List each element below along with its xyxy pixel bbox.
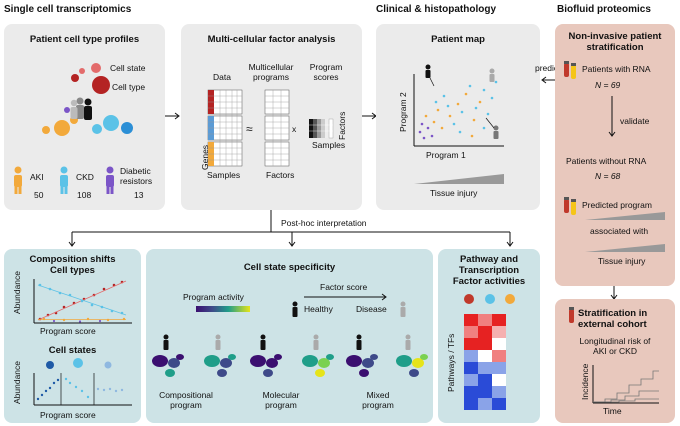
arrow-left-icon: [541, 76, 557, 84]
tissue-injury-label: Tissue injury: [430, 188, 478, 198]
pathways-title: Pathway and Transcription Factor activit…: [452, 254, 526, 287]
program-score-label-2: Program score: [40, 410, 96, 420]
umap-label-mixed: Mixed program: [362, 390, 394, 410]
external-title: Stratification in external cohort: [578, 308, 648, 330]
factors-label: Factors: [266, 170, 295, 180]
ckd-label: CKD: [76, 172, 94, 182]
diabetic-person-icon: [106, 166, 114, 194]
patient-map-panel: [376, 24, 540, 210]
validate-label: validate: [620, 116, 650, 126]
associated-label: associated with: [590, 226, 649, 236]
profiles-title: Patient cell type profiles: [29, 34, 140, 45]
aki-count: 50: [34, 190, 44, 200]
n1-label: N = 69: [595, 80, 621, 90]
abundance-label: Abundance: [12, 270, 22, 314]
programs-label: Multicellular programs: [248, 62, 294, 82]
activity-label: Program activity: [183, 292, 244, 302]
cell-type-dot: [92, 76, 110, 94]
time-label: Time: [603, 406, 622, 416]
incidence-label: Incidence: [580, 363, 590, 400]
factors-side-label: Factors: [337, 111, 347, 140]
composition-plots: [33, 279, 132, 406]
program2-label: Program 2: [398, 92, 408, 132]
section-clinical: Clinical & histopathology: [376, 4, 497, 15]
factor-score-label: Factor score: [320, 282, 368, 292]
data-label: Data: [213, 72, 231, 82]
arrow-down-icon: [608, 96, 616, 137]
pathways-tfs-label: Pathways / TFs: [446, 333, 456, 392]
posthoc-label: Post-hoc interpretation: [281, 218, 367, 228]
ckd-person-icon: [60, 166, 68, 194]
cell-state-dot: [91, 63, 101, 73]
pathway-heatmap: [464, 294, 515, 410]
times-sign: x: [292, 124, 297, 134]
tube-icon-3: [569, 307, 574, 323]
program-score-label: Program score: [40, 326, 96, 336]
composition-panel: [4, 249, 141, 423]
n2-label: N = 68: [595, 171, 621, 181]
approx-sign: ≈: [246, 122, 253, 136]
cell-types-title: Cell types: [50, 265, 95, 276]
program1-label: Program 1: [426, 150, 466, 160]
section-single-cell: Single cell transcriptomics: [4, 4, 132, 15]
genes-label: Genes: [200, 144, 210, 170]
wedges: [585, 212, 665, 252]
cell-type-label: Cell type: [112, 82, 146, 92]
umap-label-molecular: Molecular program: [262, 390, 300, 410]
cell-state-label: Cell state: [110, 63, 146, 73]
stratification-title: Non-invasive patient stratification: [568, 31, 662, 53]
arrow-right-icon: [165, 112, 180, 120]
composition-title: Composition shifts: [29, 254, 116, 265]
tube-icon: [564, 61, 576, 79]
disease-label: Disease: [356, 304, 387, 314]
abundance-label-2: Abundance: [12, 360, 22, 404]
mofa-title: Multi-cellular factor analysis: [207, 34, 336, 45]
samples2-label: Samples: [312, 140, 346, 150]
predicted-label: Predicted program: [582, 200, 652, 210]
arrow-down-icon-2: [610, 286, 618, 300]
specificity-title: Cell state specificity: [243, 262, 336, 273]
healthy-label: Healthy: [304, 304, 333, 314]
specificity-panel: [146, 249, 433, 423]
samples-label: Samples: [207, 170, 241, 180]
section-biofluid: Biofluid proteomics: [557, 4, 651, 15]
umap-label-compositional: Compositional program: [159, 390, 213, 410]
cell-states-title: Cell states: [48, 345, 97, 356]
diabetic-count: 13: [134, 190, 144, 200]
strat-injury-label: Tissue injury: [598, 256, 646, 266]
predict-label: predict: [535, 63, 561, 73]
patient-map-title: Patient map: [431, 34, 485, 45]
patient-map-scatter: [413, 64, 504, 184]
cell-type-circles: [42, 63, 133, 136]
diabetic-label: Diabetic resistors: [120, 166, 153, 186]
specificity-graphics: [152, 293, 428, 377]
external-subtitle: Longitudinal risk of AKI or CKD: [579, 336, 651, 356]
ckd-count: 108: [77, 190, 92, 200]
tube-icon-2: [564, 197, 576, 215]
without-rna-label: Patients without RNA: [566, 156, 647, 166]
mofa-matrices: [207, 89, 334, 167]
scores-label: Program scores: [309, 62, 343, 82]
aki-person-icon: [14, 166, 22, 194]
posthoc-bracket: [68, 210, 514, 247]
incidence-curve: [592, 365, 659, 404]
with-rna-label: Patients with RNA: [582, 64, 651, 74]
aki-label: AKI: [30, 172, 44, 182]
